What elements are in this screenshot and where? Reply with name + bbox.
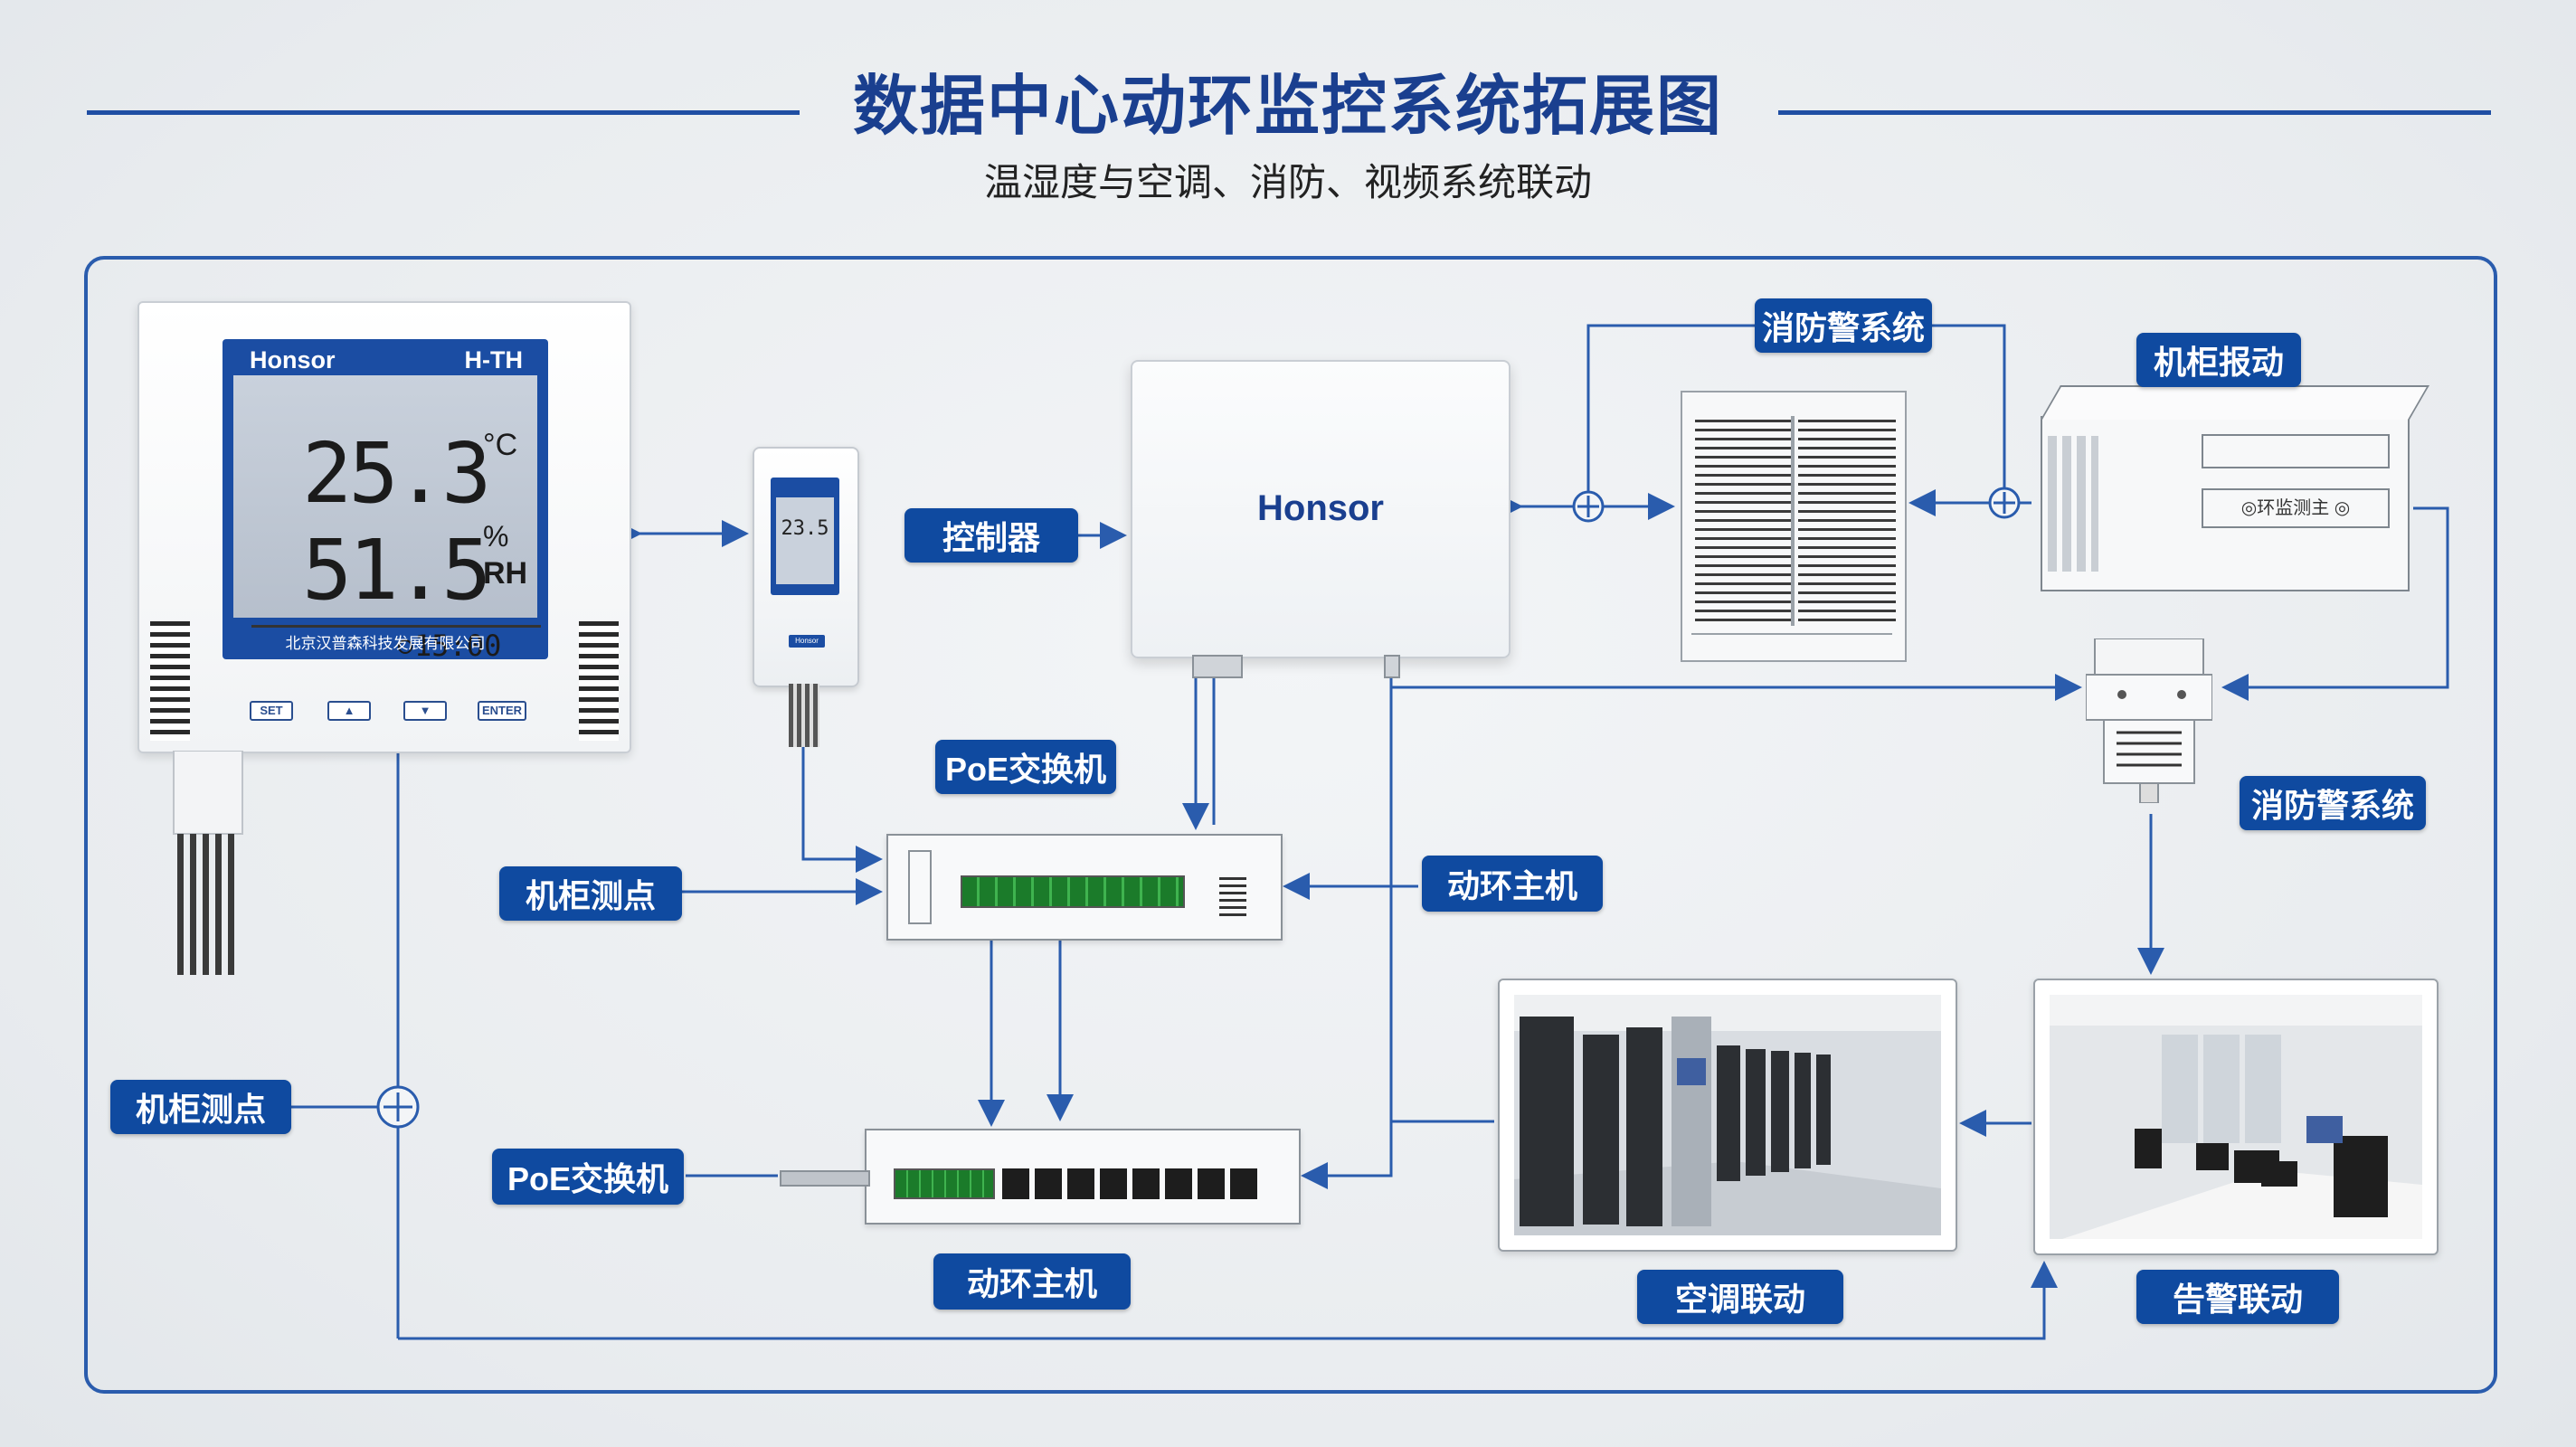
temperature-reading: 25.3 — [302, 425, 492, 522]
label-fire-top: 消防警系统 — [1755, 298, 1932, 353]
rack-unit-panel-text: ◎环监测主 ◎ — [2202, 488, 2390, 528]
server-room-photo — [1498, 979, 1957, 1252]
label-rack-top: 机柜报动 — [2136, 333, 2301, 387]
handheld-probe — [789, 684, 819, 747]
label-ac-linkage: 空调联动 — [1637, 1270, 1843, 1324]
sensor-probe — [173, 751, 243, 975]
handheld-screen: 23.5 — [771, 478, 839, 595]
humidity-unit-rh: RH — [483, 556, 528, 591]
ac-louver-left — [1695, 420, 1793, 622]
control-room-photo — [2033, 979, 2439, 1255]
page-subtitle: 温湿度与空调、消防、视频系统联动 — [983, 161, 1592, 203]
monitoring-hub: Honsor — [1131, 360, 1511, 658]
poe-switch-2 — [780, 1129, 1301, 1225]
label-poe-switch-bottom: PoE交换机 — [492, 1149, 684, 1205]
hub-connector-right — [1384, 655, 1400, 678]
down-button[interactable]: ▼ — [403, 701, 447, 721]
set-button[interactable]: SET — [250, 701, 293, 721]
label-alarm-linkage: 告警联动 — [2136, 1270, 2339, 1324]
handheld-brand: Honsor — [789, 635, 825, 648]
hub-brand: Honsor — [1257, 488, 1384, 528]
handheld-reading: 23.5 — [781, 517, 829, 540]
switch2-green-ports — [894, 1168, 995, 1199]
label-dh-host-bottom: 动环主机 — [933, 1253, 1131, 1310]
label-cabinet-point-1: 机柜测点 — [499, 866, 682, 921]
ac-louver-right — [1798, 420, 1896, 622]
switch2-rj45-ports — [1002, 1168, 1261, 1199]
temperature-unit: °C — [483, 428, 518, 462]
vent-right — [579, 621, 619, 741]
rack-unit: ◎环监测主 ◎ — [2041, 385, 2429, 591]
label-controller: 控制器 — [904, 508, 1078, 563]
temp-humidity-sensor: Honsor H-TH 25.3 °C 51.5 % RH 15:00 北京汉普… — [137, 301, 631, 753]
display-divider — [251, 625, 541, 628]
vent-left — [150, 621, 190, 741]
label-cabinet-point-2: 机柜测点 — [110, 1080, 291, 1134]
poe-switch-1 — [886, 834, 1283, 941]
title-rule-right — [1778, 110, 2491, 115]
label-dh-host-right: 动环主机 — [1422, 856, 1603, 912]
humidity-unit-pct: % — [483, 520, 509, 553]
up-button[interactable]: ▲ — [327, 701, 371, 721]
handheld-sensor: 23.5 Honsor — [753, 447, 859, 687]
label-poe-switch-top: PoE交换机 — [935, 740, 1116, 794]
sensor-lcd: Honsor H-TH 25.3 °C 51.5 % RH 15:00 北京汉普… — [223, 339, 548, 663]
clock-icon — [398, 639, 412, 654]
sensor-model: H-TH — [464, 346, 523, 374]
switch1-ports — [961, 875, 1185, 908]
hub-connector-left — [1192, 655, 1243, 678]
sensor-display: 25.3 °C 51.5 % RH 15:00 — [233, 375, 541, 663]
enter-button[interactable]: ENTER — [478, 701, 526, 721]
page-title: 数据中心动环监控系统拓展图 — [852, 71, 1723, 143]
diagram-frame — [84, 256, 2497, 1394]
title-rule-left — [87, 110, 800, 115]
air-conditioner — [1681, 391, 1907, 662]
sensor-brand: Honsor — [250, 346, 336, 374]
sensor-company: 北京汉普森科技发展有限公司 — [285, 635, 486, 652]
smoke-detector — [2086, 638, 2212, 803]
humidity-reading: 51.5 — [302, 522, 492, 619]
clock-time: 15:00 — [414, 629, 502, 663]
label-fire-right: 消防警系统 — [2240, 776, 2426, 830]
